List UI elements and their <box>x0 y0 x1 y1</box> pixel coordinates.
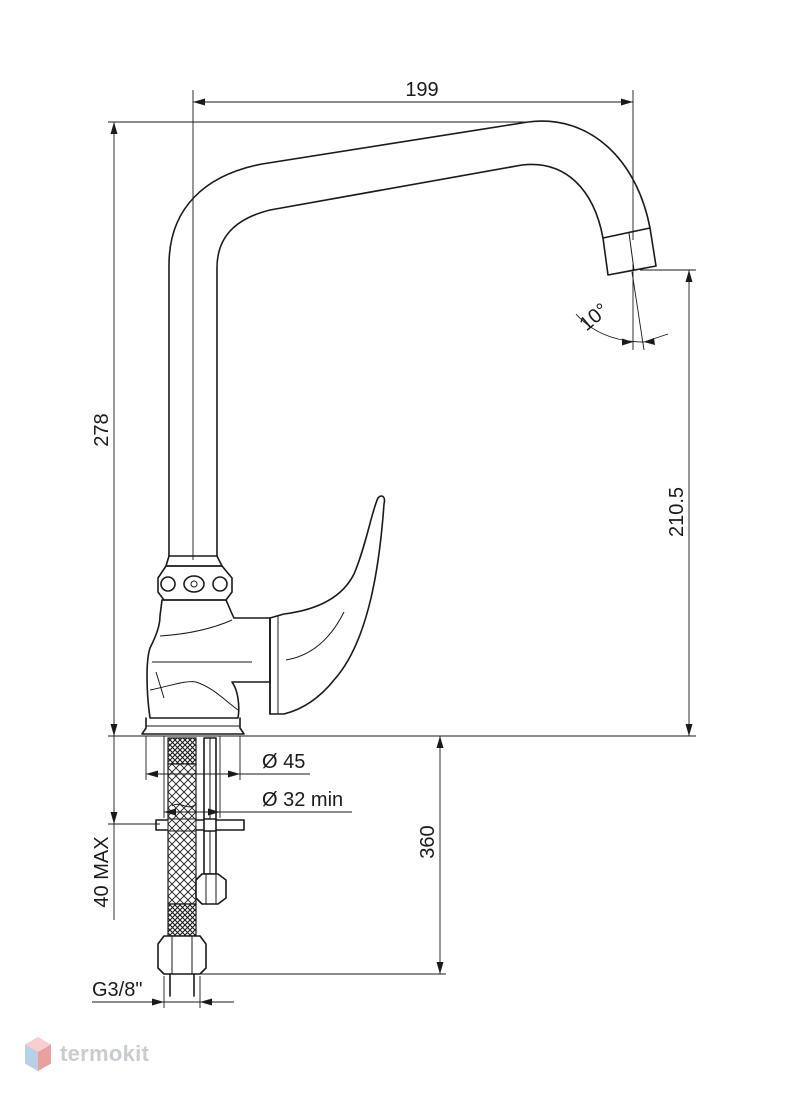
brand-name: termokit <box>60 1041 150 1066</box>
dimension-lines <box>92 90 696 1008</box>
base-diameter-label: Ø 45 <box>262 751 305 773</box>
mounting-parts <box>155 737 245 997</box>
thread-label: G3/8" <box>92 979 142 1001</box>
hexagon-icon <box>25 1037 51 1071</box>
brand-logo: termokit <box>24 1036 149 1072</box>
height-label: 278 <box>91 413 113 446</box>
faucet-outline <box>141 120 657 735</box>
hole-diameter-label: Ø 32 min <box>262 789 343 811</box>
width-label: 199 <box>405 79 438 101</box>
hose-length-label: 360 <box>417 825 439 858</box>
angle-label: 10° <box>575 299 612 335</box>
dimension-labels: 199 278 210.5 10° Ø 45 Ø 32 min 40 MAX 3… <box>91 79 688 1001</box>
max-thickness-label: 40 MAX <box>91 836 113 907</box>
spout-height-label: 210.5 <box>666 487 688 537</box>
